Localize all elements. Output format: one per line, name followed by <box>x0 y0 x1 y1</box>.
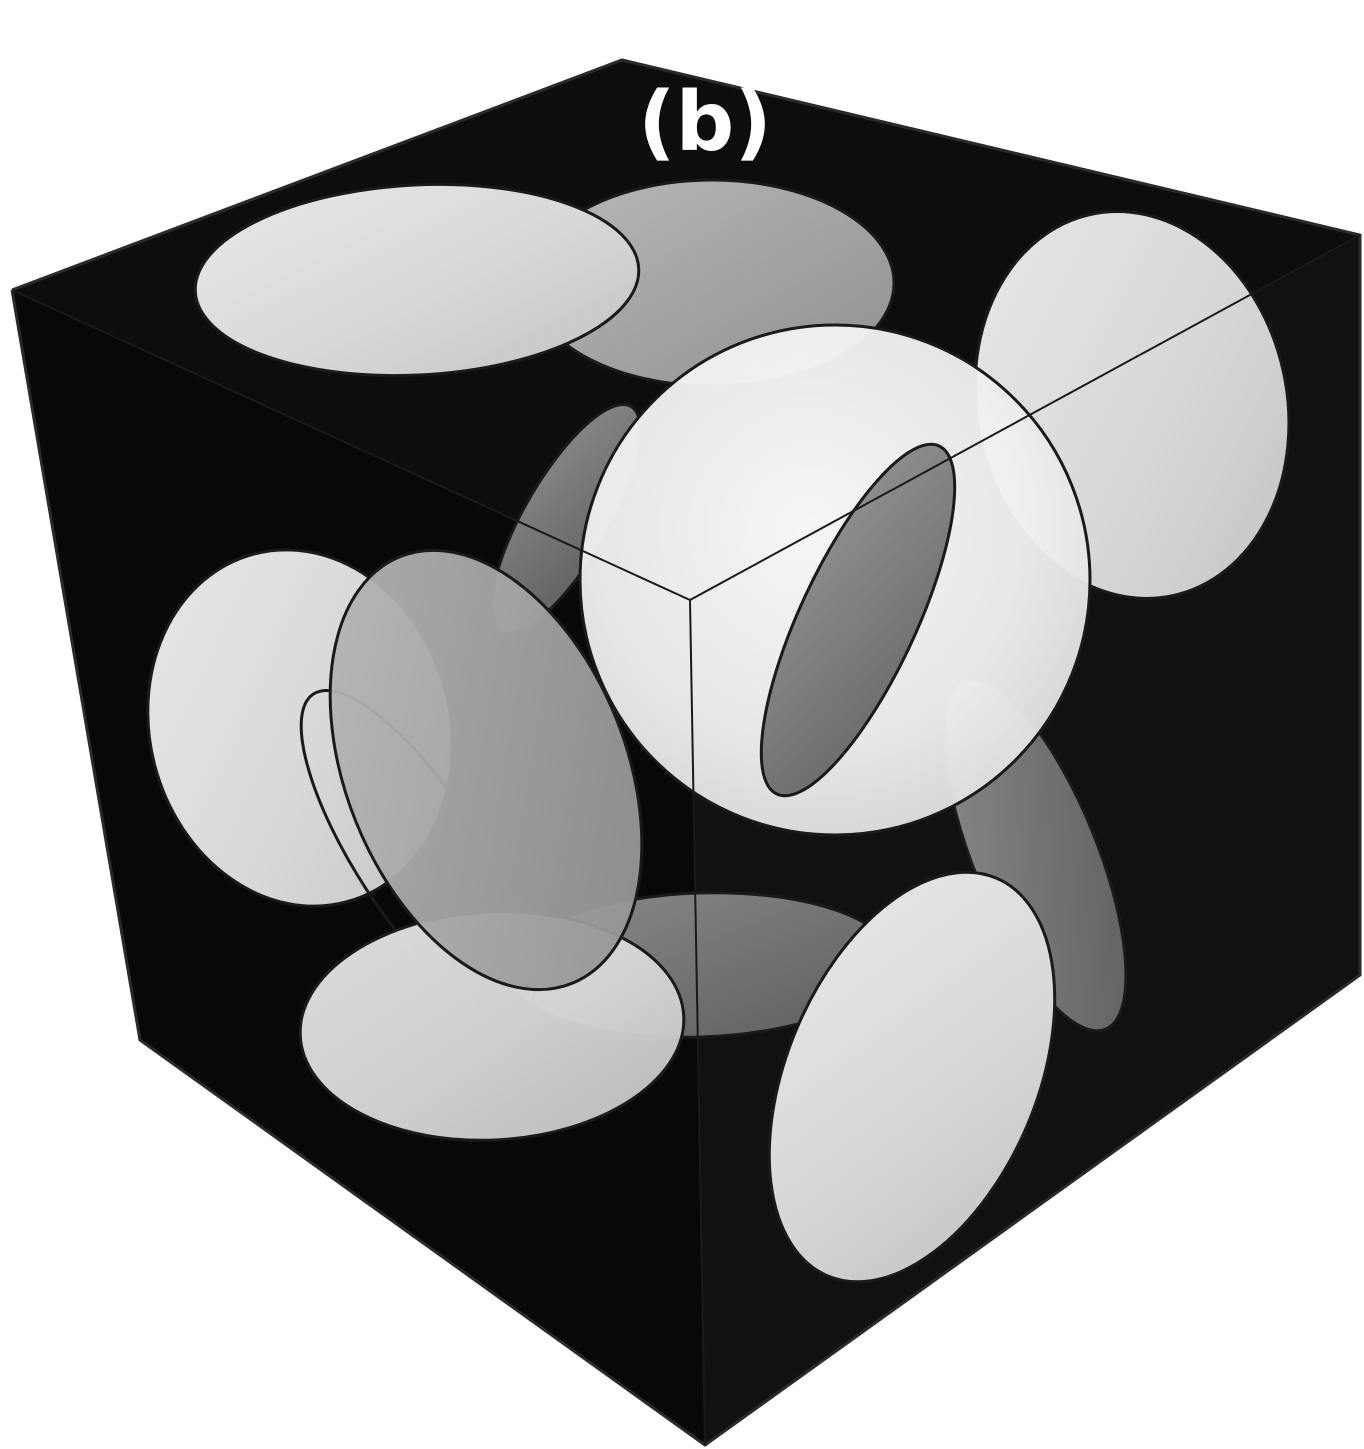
panel-label: (b) <box>638 75 772 170</box>
